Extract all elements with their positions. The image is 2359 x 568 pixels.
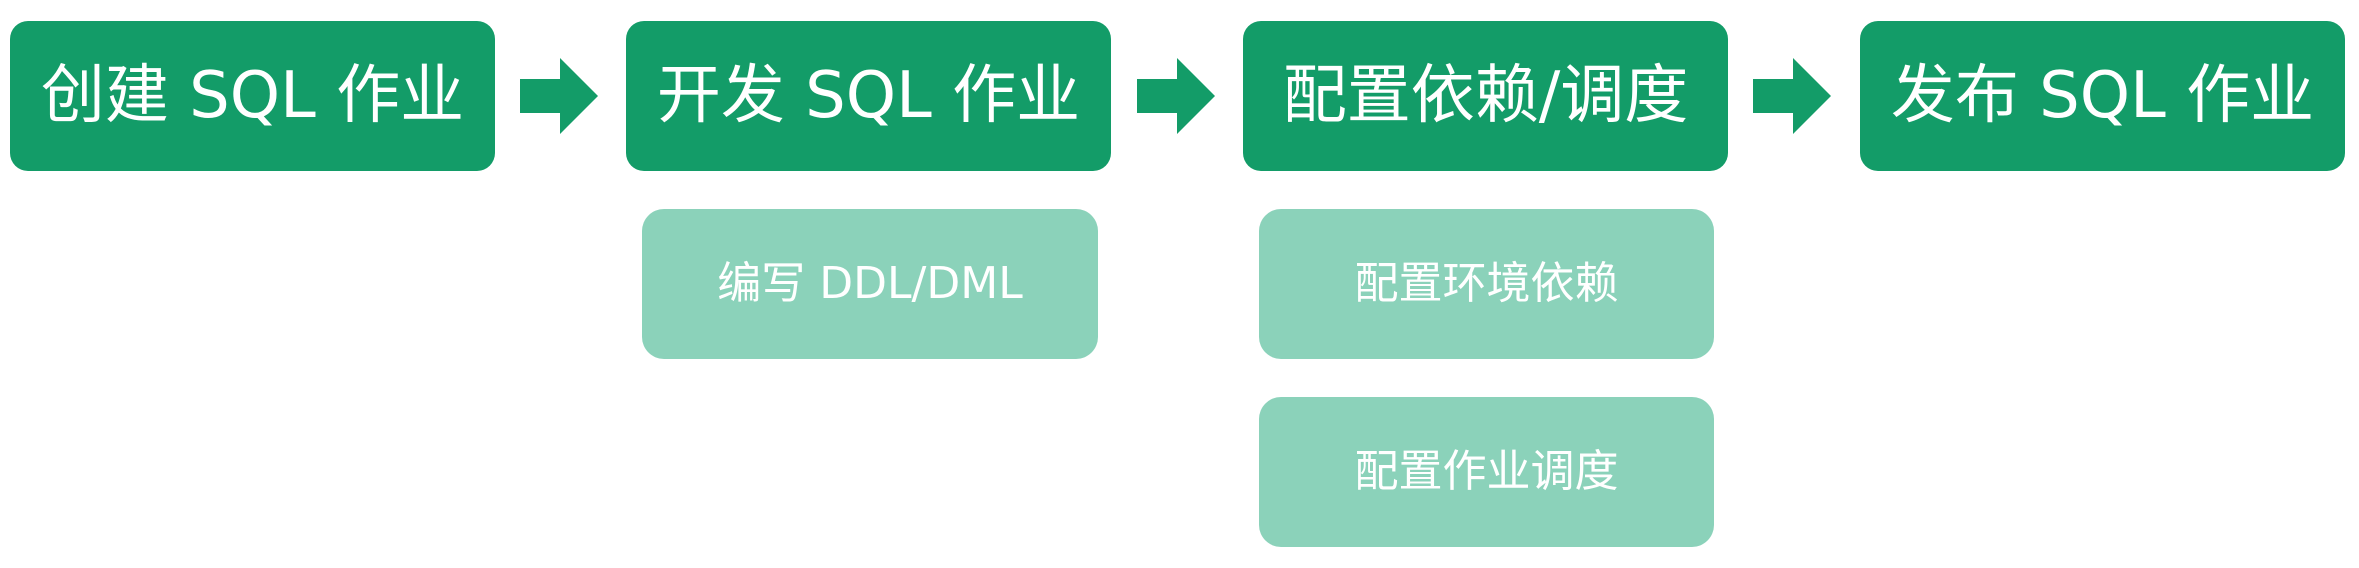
step-publish-sql-job: 发布 SQL 作业 [1860,21,2345,171]
step-develop-sql-job: 开发 SQL 作业 [626,21,1111,171]
step-create-sql-job: 创建 SQL 作业 [10,21,495,171]
substep-configure-env-dependency: 配置环境依赖 [1259,209,1714,359]
arrow-right-icon [1137,58,1215,134]
step-label: 开发 SQL 作业 [656,59,1081,133]
step-label: 创建 SQL 作业 [40,59,465,133]
arrow-right-icon [520,58,598,134]
step-label: 配置依赖/调度 [1282,59,1689,133]
step-label: 发布 SQL 作业 [1890,59,2315,133]
substep-configure-job-schedule: 配置作业调度 [1259,397,1714,547]
arrow-right-icon [1753,58,1831,134]
step-configure-dependency-schedule: 配置依赖/调度 [1243,21,1728,171]
substep-label: 配置环境依赖 [1354,258,1619,309]
substep-write-ddl-dml: 编写 DDL/DML [642,209,1098,359]
substep-label: 配置作业调度 [1354,446,1619,497]
substep-label: 编写 DDL/DML [717,258,1023,309]
